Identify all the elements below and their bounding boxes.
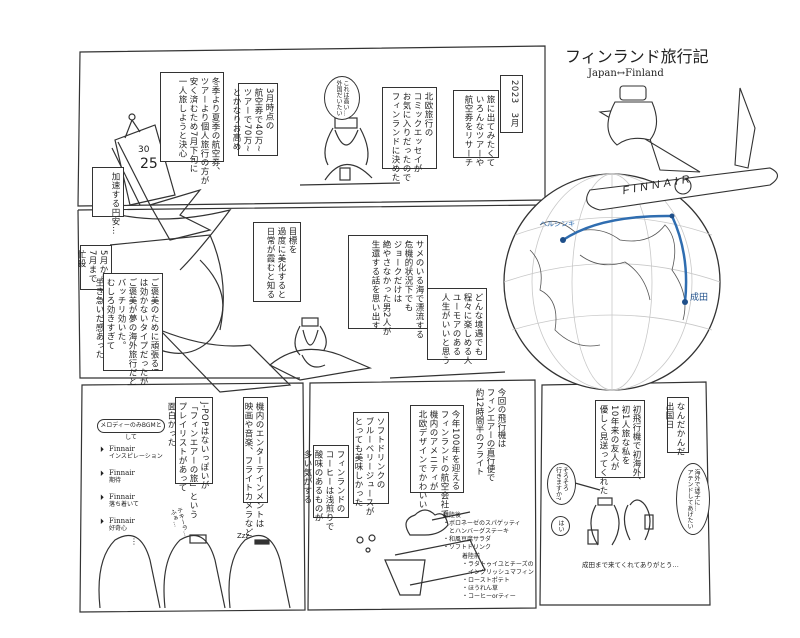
helsinki-dot: [560, 237, 566, 243]
playlist-artist: Finnair: [109, 517, 135, 525]
meal-before-landing: 着陸前 ・ラタトゥイユとチーズの イングリッシュマフィン ・ローストポテト ・ほ…: [462, 553, 534, 600]
entertainment-box: 機内のエンターテインメントは 映画や音楽、フライトカメラなど: [243, 397, 268, 537]
page-subtitle: Japan↔Finland: [588, 68, 664, 79]
narita-dot: [682, 299, 688, 305]
bubble-left-text: そろそろ 行きますか?: [554, 467, 569, 501]
dog-on-carpet-drawing: [294, 317, 327, 368]
flying-papers-drawing: [109, 209, 373, 393]
globe-drawing: [503, 173, 721, 391]
plan-box: 冬季より夏季の航空券、 ツアーより個人旅行の方が 安く済むため7月下旬に 一人旅…: [160, 72, 224, 185]
page-title: フィンランド旅行記: [565, 47, 709, 66]
decision-box: 北欧旅行の コミックエッセイが お気に入りだったので フィンランドに決めた: [382, 87, 437, 182]
coffee-box: フィンランドの コーヒーは浅煎りで 酸味のあるものが 多い気がする: [302, 445, 349, 531]
price-box: 3月時点の 航空券で40万~ ツアーで70万~ とかなりお高め: [231, 83, 278, 156]
research-box: 旅に出てみたくて いろんなツアーや 航空券をリサーチ: [453, 90, 499, 167]
playlist-title: インスピレーション: [109, 453, 163, 460]
playlist-more: ⋮: [130, 537, 138, 546]
flight-text: 今回の飛行機は フィンエアーの直行便で 約12時間半のフライト: [474, 388, 506, 482]
reward-box: ご褒美のために頑張る! は効かないタイプだったが ご褒美が夢の海外旅行だと バッ…: [94, 273, 163, 386]
inflight-meal-drawing: [356, 509, 486, 596]
calendar-drawing: [111, 113, 212, 241]
bgm-bubble: メロディーのみBGMとして: [97, 419, 165, 441]
goal-box: 目標を 過度に美化すると 日常が霞むと知る: [253, 222, 301, 302]
playlist-title: 好奇心: [109, 525, 128, 532]
playlist-title: 落ち着いて: [109, 501, 139, 508]
departure-box: なんだかんだ 出国日: [664, 397, 689, 456]
playlist-artist: Finnair: [109, 445, 135, 453]
sleep-text: Zzz: [237, 532, 250, 540]
bubble-right: 海外で迷子に… アテンドしてあげたい: [676, 463, 710, 535]
play-icon[interactable]: ⏵: [100, 493, 104, 502]
playlist-artist: Finnair: [109, 469, 135, 477]
panel-4-border: [307, 379, 537, 611]
farewell-caption: 成田まで来てくれてありがとう…: [582, 561, 679, 569]
flight-route: [560, 213, 688, 305]
playlist-title: 期待: [109, 477, 122, 484]
bubble-yes-text: はい: [557, 520, 564, 532]
panel-2-border: [77, 204, 541, 379]
date-box: 2023 3月: [500, 75, 523, 133]
busy-box: 5月から 7月まで 忙殺: [76, 245, 112, 290]
play-icon[interactable]: ⏵: [100, 469, 104, 478]
jpop-box: J-POPはないっぽいが 「フィンエアーの旅」という プレイリストがあって 面白…: [166, 397, 213, 519]
meal-after-takeoff: 離陸後 ・ボロネーゼのスパゲッティ とハンバーグステーキ ・和風豆腐サラダ ・ソ…: [443, 512, 521, 551]
dog-reading-drawing: [299, 117, 401, 186]
play-icon[interactable]: ⏵: [100, 445, 104, 454]
bubble-yes: はい: [551, 516, 570, 536]
airplane-seats-drawing: [98, 534, 291, 609]
juice-box: ソフトドリンクの ブルーベリージュースが とっても美味しかった: [353, 412, 389, 516]
speech-text: これは高い… 外国だいたい: [335, 80, 349, 116]
narita-label: 成田: [690, 293, 709, 303]
calendar-month: 30: [138, 145, 150, 155]
helsinki-label: ヘルシンキ: [540, 220, 575, 228]
speech-bubble: これは高い… 外国だいたい: [324, 76, 360, 120]
friend-box: 初飛行機で初海外、 初1人旅な私を 10年来の友人が 優しく見送ってくれた: [595, 400, 645, 495]
play-icon[interactable]: ⏵: [100, 517, 104, 526]
yen-box: 加速する円安…: [92, 167, 124, 235]
bubble-right-text: 海外で迷子に… アテンドしてあげたい: [686, 469, 700, 529]
calendar-day: 25: [140, 156, 158, 172]
shark-box: サメのいる海で漂流する 危機的状況下でも ジョークだけは 絶やさなかった男2人が…: [348, 235, 428, 339]
amenity-box: 今年100年を迎える フィンランドの航空会社で 機内のアメニティが 北欧デザイン…: [410, 405, 464, 518]
two-dogs-drawing: [587, 497, 654, 546]
bubble-left: そろそろ 行きますか?: [547, 463, 576, 505]
continent-outlines: [529, 220, 686, 347]
playlist-artist: Finnair: [109, 493, 135, 501]
panel-3-border: [79, 382, 306, 613]
airplane-drawing: [586, 85, 779, 211]
waypoint-dot: [669, 213, 675, 219]
humor-box: どんな境遇でも 程々に楽しめる人 ユーモアのある 人生がいいと思う: [427, 288, 487, 365]
